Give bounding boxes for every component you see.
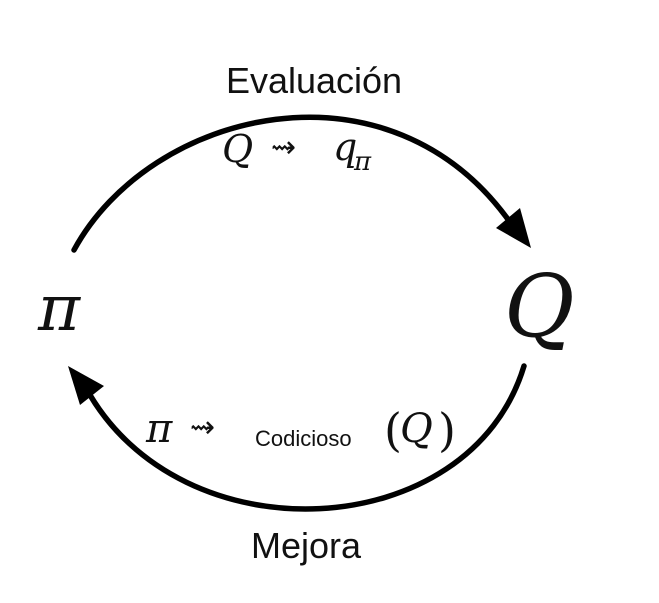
- improvement-formula-argument: Q: [400, 406, 433, 452]
- evaluation-formula-rhs: q: [333, 125, 357, 169]
- improvement-formula-arrow: ⇝: [190, 410, 215, 445]
- evaluation-formula-arrow: ⇝: [271, 130, 296, 165]
- improvement-formula-open-paren: (: [384, 403, 402, 457]
- evaluation-formula-subscript: π: [353, 147, 372, 177]
- improvement-formula-operator: Codicioso: [255, 426, 352, 451]
- improvement-label: Mejora: [251, 525, 362, 566]
- evaluation-arc: [71, 114, 515, 253]
- evaluation-arrowhead: [496, 208, 531, 248]
- value-node: Q: [504, 257, 575, 357]
- improvement-arrowhead: [68, 366, 104, 405]
- evaluation-label: Evaluación: [226, 60, 402, 101]
- improvement-arc: [83, 363, 527, 512]
- evaluation-formula: Q ⇝ q π: [222, 125, 372, 177]
- improvement-formula-close-paren: ): [438, 403, 456, 457]
- policy-node: π: [37, 272, 81, 346]
- improvement-formula-lhs: π: [145, 406, 173, 452]
- evaluation-formula-lhs: Q: [222, 127, 253, 171]
- improvement-formula: π ⇝ Codicioso ( Q ): [145, 403, 456, 457]
